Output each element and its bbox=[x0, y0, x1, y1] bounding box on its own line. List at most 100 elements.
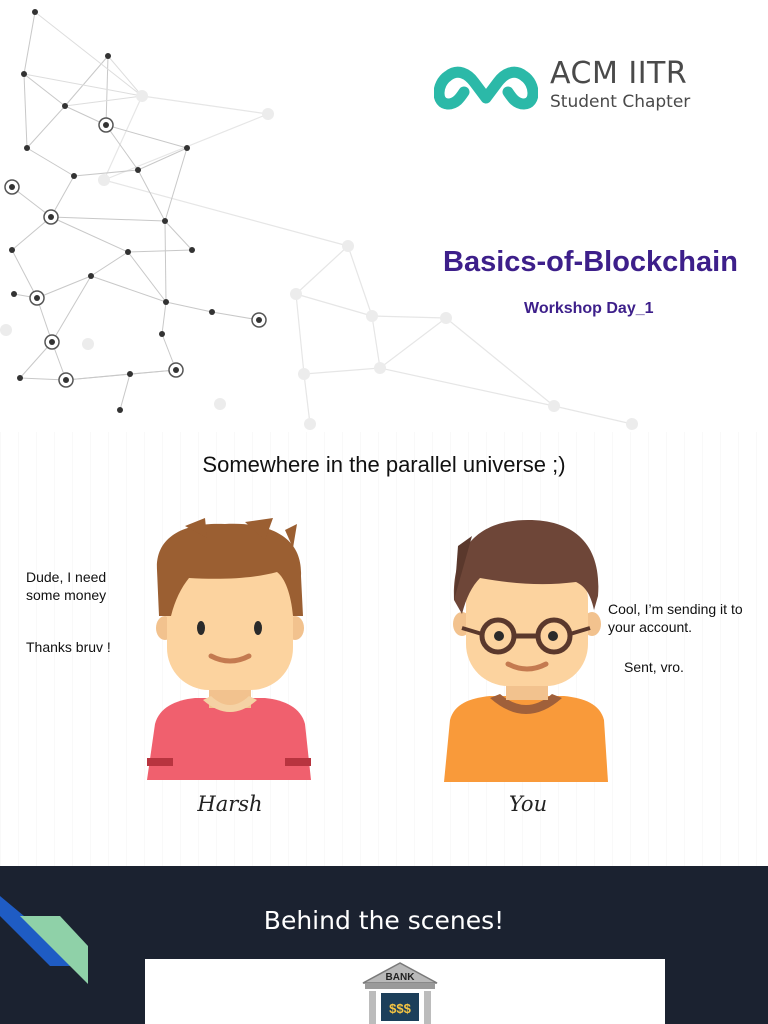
network-node bbox=[9, 247, 15, 253]
network-node bbox=[21, 71, 27, 77]
network-node bbox=[82, 338, 94, 350]
slide-title: Behind the scenes! bbox=[263, 906, 505, 935]
network-node bbox=[48, 214, 54, 220]
network-edge bbox=[107, 55, 143, 97]
network-edge bbox=[211, 311, 260, 321]
bank-label: BANK bbox=[386, 972, 416, 983]
network-node bbox=[11, 291, 17, 297]
network-edge bbox=[165, 301, 213, 313]
deck-subtitle: Workshop Day_1 bbox=[524, 300, 654, 317]
network-edge bbox=[23, 11, 36, 75]
network-node bbox=[290, 288, 302, 300]
corner-stripes-decoration bbox=[0, 896, 88, 984]
network-edge bbox=[127, 251, 167, 303]
network-node bbox=[71, 173, 77, 179]
network-node bbox=[374, 362, 386, 374]
network-node bbox=[88, 273, 94, 279]
network-edge bbox=[141, 95, 269, 115]
network-edge bbox=[295, 293, 305, 375]
network-edge bbox=[371, 315, 447, 319]
harsh-caption: Harsh bbox=[197, 792, 263, 816]
network-edge bbox=[26, 105, 66, 149]
story-slide: Somewhere in the parallel universe ;) Du… bbox=[0, 432, 768, 866]
network-edge bbox=[161, 301, 167, 335]
network-node bbox=[214, 398, 226, 410]
network-edge bbox=[137, 169, 166, 222]
network-edge bbox=[64, 55, 109, 107]
network-edge bbox=[23, 73, 28, 149]
network-edge bbox=[164, 220, 167, 303]
network-edge bbox=[445, 317, 555, 407]
network-node bbox=[62, 103, 68, 109]
network-edge bbox=[23, 73, 66, 107]
network-node bbox=[125, 249, 131, 255]
network-edge bbox=[137, 147, 188, 171]
network-node bbox=[32, 9, 38, 15]
network-node bbox=[159, 331, 165, 337]
you-caption: You bbox=[508, 792, 548, 816]
network-edge bbox=[103, 179, 349, 247]
network-graphic bbox=[0, 9, 638, 430]
network-edge bbox=[303, 373, 311, 425]
network-edge bbox=[119, 373, 131, 411]
logo-subtitle: Student Chapter bbox=[550, 92, 691, 112]
network-edge bbox=[19, 341, 53, 379]
network-edge bbox=[127, 249, 193, 253]
network-node bbox=[342, 240, 354, 252]
bank-icon: BANK $$$ bbox=[362, 962, 438, 1024]
harsh-message-2: Thanks bruv ! bbox=[26, 639, 111, 655]
network-edge bbox=[553, 405, 633, 425]
network-edge bbox=[103, 95, 143, 181]
network-node bbox=[256, 317, 262, 323]
network-edge bbox=[90, 275, 167, 303]
network-node bbox=[304, 418, 316, 430]
network-edge bbox=[11, 249, 38, 299]
acm-logo-icon bbox=[434, 66, 538, 110]
network-node bbox=[173, 367, 179, 373]
diagram-panel: BANK $$$ bbox=[145, 959, 665, 1024]
slide-title: Somewhere in the parallel universe ;) bbox=[202, 452, 566, 477]
network-edge bbox=[23, 73, 143, 97]
network-edge bbox=[73, 169, 139, 177]
network-edge bbox=[50, 216, 129, 253]
network-edge bbox=[11, 186, 52, 218]
network-node bbox=[63, 377, 69, 383]
title-slide: ACM IITR Student Chapter Basics-of-Block… bbox=[0, 0, 768, 432]
you-avatar bbox=[444, 520, 608, 782]
logo-name: ACM IITR bbox=[550, 56, 688, 91]
network-edge bbox=[295, 245, 349, 295]
network-edge bbox=[90, 251, 129, 277]
network-node bbox=[117, 407, 123, 413]
network-node bbox=[127, 371, 133, 377]
network-node bbox=[34, 295, 40, 301]
network-node bbox=[0, 324, 12, 336]
you-message-1: Cool, I’m sending it to your account. bbox=[608, 601, 743, 635]
network-edge bbox=[105, 124, 139, 171]
network-node bbox=[98, 174, 110, 186]
network-edge bbox=[50, 216, 166, 222]
network-edge bbox=[36, 275, 92, 299]
network-node bbox=[17, 375, 23, 381]
network-node bbox=[103, 122, 109, 128]
network-edge bbox=[26, 147, 75, 177]
network-edge bbox=[164, 147, 188, 222]
network-node bbox=[262, 108, 274, 120]
harsh-message-1: Dude, I need some money bbox=[26, 569, 107, 603]
network-node bbox=[366, 310, 378, 322]
network-node bbox=[548, 400, 560, 412]
network-edge bbox=[51, 275, 92, 343]
behind-scenes-slide: Behind the scenes! BANK $$$ bbox=[0, 866, 768, 1024]
network-node bbox=[49, 339, 55, 345]
network-edge bbox=[11, 216, 52, 251]
network-edge bbox=[105, 55, 109, 126]
network-edge bbox=[303, 367, 381, 375]
network-node bbox=[440, 312, 452, 324]
network-edge bbox=[105, 124, 188, 149]
network-edge bbox=[379, 367, 555, 407]
network-node bbox=[163, 299, 169, 305]
network-edge bbox=[295, 293, 373, 317]
network-node bbox=[298, 368, 310, 380]
network-node bbox=[9, 184, 15, 190]
bank-sign: $$$ bbox=[389, 1001, 411, 1016]
network-edge bbox=[371, 315, 381, 369]
